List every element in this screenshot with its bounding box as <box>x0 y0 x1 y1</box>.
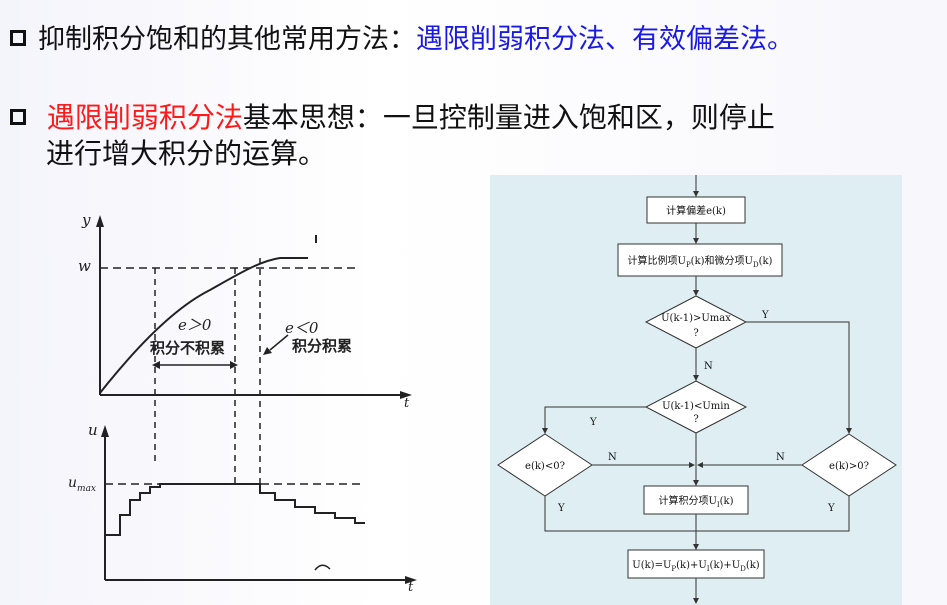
label-no-eneg: N <box>608 452 617 463</box>
step-compute-pd-text: 计算比例项UP(k)和微分项UD(k) <box>628 254 773 269</box>
bullet-square-icon <box>10 109 26 125</box>
y-axis-arrow-icon <box>96 215 104 227</box>
connector-umin-yes <box>544 406 646 433</box>
y-axis-label: y <box>81 211 91 229</box>
arrow-head-icon <box>693 290 699 296</box>
bullet-idea-continuation: 进行增大积分的运算。 <box>46 137 327 170</box>
span-arrow-left-icon <box>152 361 160 369</box>
label-no-epos: N <box>776 452 785 463</box>
connector-eneg-yes <box>544 496 696 532</box>
pointer-line <box>269 334 289 351</box>
arrow-head-icon <box>693 375 699 381</box>
t-axis-bottom-arrow-icon <box>405 576 417 584</box>
no-accumulation-label: 积分不积累 <box>150 339 225 357</box>
accumulation-label: 积分积累 <box>292 337 352 355</box>
label-yes-umax: Y <box>761 310 769 321</box>
bullet-idea-text: 基本思想：一旦控制量进入饱和区，则停止 <box>242 101 775 134</box>
bullet-idea-highlight: 遇限削弱积分法 <box>46 101 243 134</box>
decision-umax-text: U(k-1)>Umax <box>661 313 731 324</box>
step-sum-output <box>627 549 765 579</box>
step-compute-error <box>646 196 746 224</box>
decision-umin-q: ? <box>693 414 698 425</box>
connector-epos-yes <box>696 496 850 532</box>
span-arrow-right-icon <box>230 361 238 369</box>
control-output-staircase <box>105 483 365 536</box>
step-compute-error-text: 计算偏差e(k) <box>666 204 726 217</box>
decision-umin-text: U(k-1)<Umin <box>662 401 730 412</box>
step-compute-integral <box>643 485 749 515</box>
w-label: w <box>78 257 91 275</box>
response-curve <box>99 257 308 394</box>
label-no-umax: N <box>704 361 713 372</box>
arrow-head-icon <box>693 480 699 486</box>
step-sum-output-text: U(k)=UP(k)+UI(k)+UD(k) <box>632 560 760 573</box>
t-label-top: t <box>404 396 410 411</box>
arrow-head-icon <box>693 598 699 604</box>
decision-e-positive-text: e(k)>0? <box>829 461 869 472</box>
arrow-head-icon <box>697 462 703 468</box>
scribble-mark <box>314 564 331 571</box>
saturation-sketch-diagram: y w t e＞0 e＜0 积分不积累 积分积累 u t umax <box>68 211 417 595</box>
label-yes-umin: Y <box>589 417 597 428</box>
flowchart-panel: 计算偏差e(k) 计算比例项UP(k)和微分项UD(k) U(k-1)>Umax… <box>490 175 902 605</box>
bullet-methods-text: 抑制积分饱和的其他常用方法： <box>38 24 416 55</box>
label-yes-eneg: Y <box>557 503 565 514</box>
arrow-head-icon <box>846 428 852 434</box>
bullet-methods-highlight: 遇限削弱积分法、有效偏差法。 <box>416 24 794 55</box>
flowchart: 计算偏差e(k) 计算比例项UP(k)和微分项UD(k) U(k-1)>Umax… <box>497 175 897 604</box>
umax-label: umax <box>68 475 96 494</box>
bullet-square-icon <box>10 30 26 46</box>
decision-e-negative-text: e(k)<0? <box>525 461 565 472</box>
bullet-idea: 遇限削弱积分法基本思想：一旦控制量进入饱和区，则停止 <box>10 100 775 136</box>
step-compute-pd <box>617 243 783 277</box>
arrow-head-icon <box>689 462 695 468</box>
label-yes-epos: Y <box>827 503 835 514</box>
e-negative-label: e＜0 <box>285 319 319 337</box>
step-compute-integral-text: 计算积分项UI(k) <box>658 494 733 509</box>
connector-umax-yes <box>746 321 850 433</box>
arrow-head-icon <box>542 428 548 434</box>
t-label-bottom: t <box>408 580 414 595</box>
u-axis-arrow-icon <box>101 425 109 437</box>
pointer-arrow-icon <box>263 347 272 355</box>
arrow-head-icon <box>693 544 699 550</box>
decision-umax-q: ? <box>693 328 698 339</box>
bullet-methods: 抑制积分饱和的其他常用方法：遇限削弱积分法、有效偏差法。 <box>10 22 794 58</box>
arrow-head-icon <box>693 191 699 197</box>
u-axis-label: u <box>88 421 98 439</box>
t-axis-arrow-icon <box>400 391 412 399</box>
e-positive-label: e＞0 <box>178 316 212 334</box>
arrow-head-icon <box>693 238 699 244</box>
